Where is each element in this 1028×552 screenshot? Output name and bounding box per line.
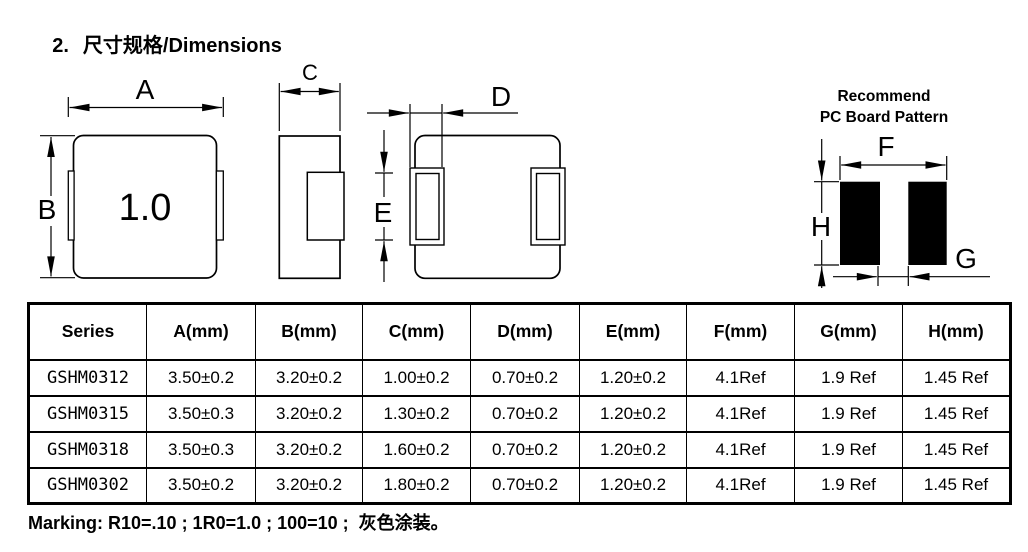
- dim-g: [833, 266, 990, 286]
- section-title-text: 尺寸规格/Dimensions: [82, 35, 282, 57]
- dim-label-d: D: [491, 81, 511, 112]
- table-cell: 1.45 Ref: [902, 430, 1011, 469]
- terminal-tab-right: [215, 170, 224, 241]
- column-header: F(mm): [686, 302, 795, 361]
- table-cell: 1.20±0.2: [579, 358, 687, 397]
- top-view-drawing: A 1.0 B: [38, 74, 224, 279]
- terminal-pad-bottom-left: [409, 167, 445, 246]
- pcb-title-line1: Recommend: [837, 88, 930, 105]
- table-cell: 3.20±0.2: [255, 394, 363, 433]
- column-header: H(mm): [902, 302, 1011, 361]
- table-cell: 1.60±0.2: [362, 430, 471, 469]
- dim-label-f: F: [877, 131, 894, 162]
- bottom-view-drawing: D E: [367, 81, 566, 282]
- dim-label-e: E: [374, 197, 393, 228]
- dim-c: [278, 83, 341, 131]
- table-cell: 1.9 Ref: [794, 430, 903, 469]
- table-cell: 4.1Ref: [686, 358, 795, 397]
- dim-d: [367, 104, 518, 167]
- section-number: 2.: [52, 35, 69, 57]
- column-header: G(mm): [794, 302, 903, 361]
- dim-label-g: G: [955, 243, 977, 274]
- table-cell: 1.80±0.2: [362, 466, 471, 505]
- table-cell: 3.20±0.2: [255, 430, 363, 469]
- table-cell: 3.50±0.2: [146, 358, 256, 397]
- series-cell: GSHM0302: [28, 466, 147, 505]
- dim-label-a: A: [136, 74, 155, 105]
- dim-h: [814, 139, 839, 288]
- table-cell: 0.70±0.2: [470, 430, 580, 469]
- table-row: GSHM0318 3.50±0.3 3.20±0.2 1.60±0.2 0.70…: [28, 430, 1011, 469]
- table-cell: 1.45 Ref: [902, 466, 1011, 505]
- table-cell: 1.20±0.2: [579, 430, 687, 469]
- table-cell: 4.1Ref: [686, 466, 795, 505]
- table-cell: 4.1Ref: [686, 394, 795, 433]
- table-cell: 0.70±0.2: [470, 394, 580, 433]
- table-row: GSHM0312 3.50±0.2 3.20±0.2 1.00±0.2 0.70…: [28, 358, 1011, 397]
- column-header: A(mm): [146, 302, 256, 361]
- series-cell: GSHM0318: [28, 430, 147, 469]
- side-view-drawing: C: [278, 60, 345, 280]
- table-cell: 3.50±0.3: [146, 394, 256, 433]
- table-cell: 1.9 Ref: [794, 358, 903, 397]
- table-cell: 1.00±0.2: [362, 358, 471, 397]
- header-row: Series A(mm) B(mm) C(mm) D(mm) E(mm) F(m…: [28, 302, 1011, 361]
- table-cell: 3.20±0.2: [255, 358, 363, 397]
- dim-label-c: C: [302, 60, 318, 85]
- table-cell: 1.45 Ref: [902, 358, 1011, 397]
- table-cell: 0.70±0.2: [470, 466, 580, 505]
- page-title: 2. 尺寸规格/Dimensions: [30, 6, 282, 81]
- table-row: GSHM0315 3.50±0.3 3.20±0.2 1.30±0.2 0.70…: [28, 394, 1011, 433]
- terminal-pad-bottom-right: [530, 167, 566, 246]
- dim-e: [375, 130, 393, 282]
- table-cell: 0.70±0.2: [470, 358, 580, 397]
- terminal-pad-side-view: [306, 171, 345, 241]
- pcb-title-line2: PC Board Pattern: [820, 109, 948, 126]
- table-cell: 1.9 Ref: [794, 394, 903, 433]
- table-cell: 1.9 Ref: [794, 466, 903, 505]
- column-header: Series: [28, 302, 147, 361]
- table-cell: 3.50±0.2: [146, 466, 256, 505]
- pcb-pattern-drawing: Recommend PC Board Pattern F H: [811, 88, 990, 288]
- table-cell: 1.20±0.2: [579, 394, 687, 433]
- column-header: E(mm): [579, 302, 687, 361]
- dim-b: [40, 135, 75, 279]
- table-cell: 3.50±0.3: [146, 430, 256, 469]
- column-header: D(mm): [470, 302, 580, 361]
- terminal-tab-left: [67, 170, 75, 241]
- dim-a: [67, 97, 224, 117]
- table-cell: 3.20±0.2: [255, 466, 363, 505]
- dimensions-table: Series A(mm) B(mm) C(mm) D(mm) E(mm) F(m…: [27, 302, 1012, 505]
- part-marking-label: 1.0: [119, 187, 172, 229]
- marking-note: Marking: R10=.10 ; 1R0=1.0 ; 100=10 ; 灰色…: [28, 513, 449, 533]
- series-cell: GSHM0315: [28, 394, 147, 433]
- pcb-pad-left: [840, 181, 880, 265]
- column-header: C(mm): [362, 302, 471, 361]
- table-row: GSHM0302 3.50±0.2 3.20±0.2 1.80±0.2 0.70…: [28, 466, 1011, 505]
- table-cell: 1.30±0.2: [362, 394, 471, 433]
- dim-label-b: B: [38, 194, 57, 225]
- dim-label-h: H: [811, 211, 831, 242]
- table-cell: 1.20±0.2: [579, 466, 687, 505]
- column-header: B(mm): [255, 302, 363, 361]
- table-cell: 1.45 Ref: [902, 394, 1011, 433]
- pcb-pad-right: [908, 181, 947, 265]
- dimension-drawings: A 1.0 B C: [38, 60, 990, 288]
- dim-f: [839, 156, 948, 180]
- table-cell: 4.1Ref: [686, 430, 795, 469]
- series-cell: GSHM0312: [28, 358, 147, 397]
